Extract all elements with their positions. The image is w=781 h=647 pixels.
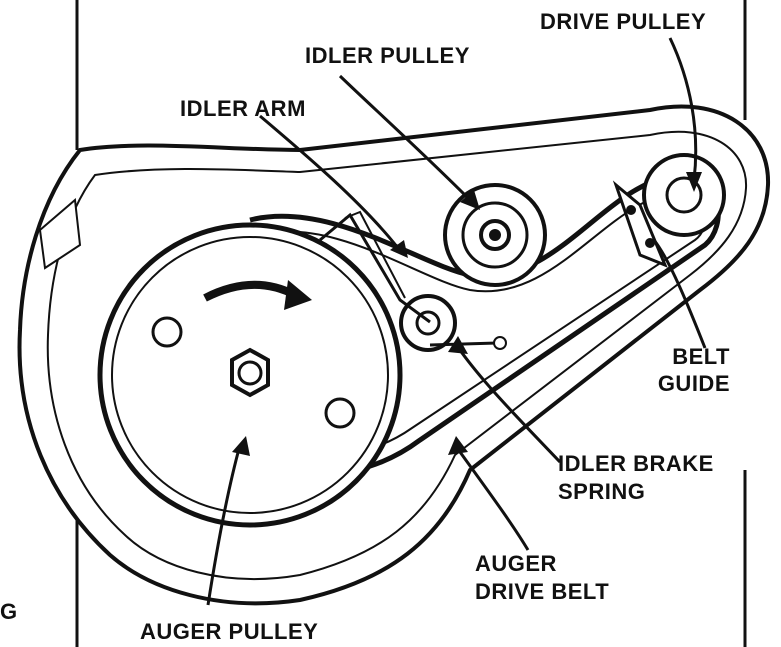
- label-drive-pulley: DRIVE PULLEY: [540, 9, 707, 34]
- leader-idler-pulley-arrowhead: [460, 190, 480, 210]
- auger-drive-belt-inner: [257, 190, 707, 458]
- leader-auger-pulley-arrowhead: [232, 436, 250, 456]
- leader-belt-guide: [652, 239, 707, 349]
- housing-left-flap: [38, 198, 82, 270]
- leader-idler-pulley: [338, 74, 472, 202]
- housing-inner-rim: [46, 130, 748, 581]
- leader-auger-drive-belt: [453, 444, 530, 551]
- auger-pulley-bolt: [237, 360, 263, 386]
- auger-pulley-hole-left: [151, 316, 183, 348]
- leader-drive-pulley: [668, 37, 698, 181]
- idler-arm-bracket: [344, 210, 406, 299]
- label-idler-arm: IDLER ARM: [180, 96, 306, 121]
- idler-pulley-bolt: [489, 229, 501, 241]
- leader-idler-brake-spring: [453, 342, 562, 464]
- belt-guide-bolt-1: [626, 205, 636, 215]
- rotation-arrow-head-icon: [284, 280, 312, 310]
- leader-idler-brake-spring-arrowhead: [448, 336, 468, 354]
- label-belt-guide-line1: BELT: [672, 344, 730, 369]
- label-edge-fragment: G: [0, 599, 18, 624]
- idler-brake-spring: [429, 341, 498, 347]
- leader-drive-pulley-arrowhead: [686, 172, 702, 192]
- label-belt-guide-line2: GUIDE: [657, 371, 730, 396]
- leader-idler-arm-arrowhead: [390, 240, 408, 258]
- idler-arm: [319, 212, 431, 324]
- leader-idler-arm: [259, 114, 400, 249]
- spring-anchor: [493, 336, 507, 350]
- label-idler-brake-spring-line2: SPRING: [558, 479, 646, 504]
- label-idler-pulley: IDLER PULLEY: [305, 43, 470, 68]
- label-auger-drive-belt-line2: DRIVE BELT: [475, 579, 610, 604]
- label-auger-pulley: AUGER PULLEY: [140, 619, 319, 644]
- leader-auger-drive-belt-arrowhead: [448, 436, 468, 455]
- label-auger-drive-belt-line1: AUGER: [475, 551, 557, 576]
- label-idler-brake-spring-line1: IDLER BRAKE: [558, 451, 714, 476]
- leader-auger-pulley: [206, 444, 242, 606]
- auger-pulley-hole-right: [324, 397, 356, 429]
- belt-guide-bolt-2: [645, 238, 655, 248]
